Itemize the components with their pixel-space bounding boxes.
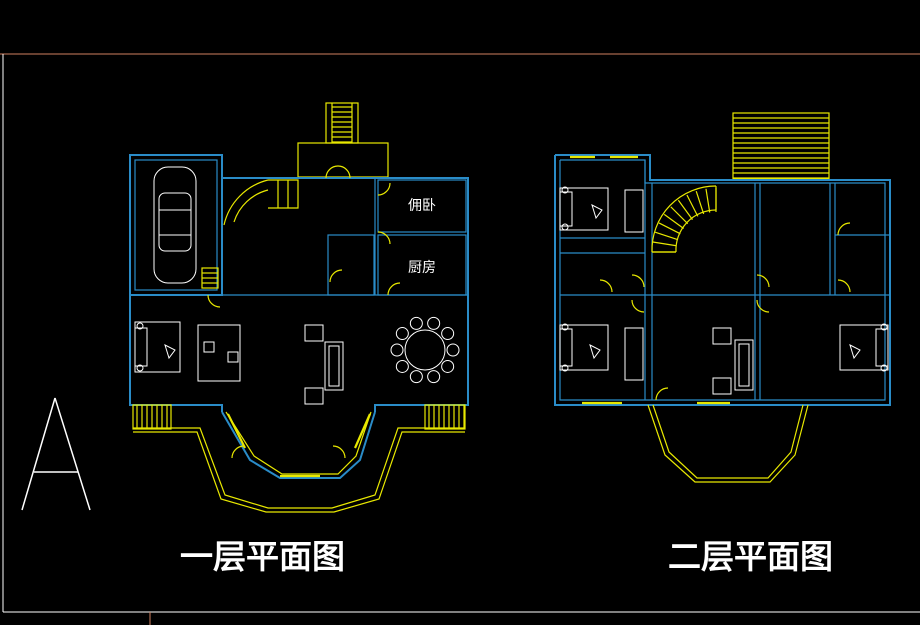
door-swing-icon-upper — [599, 222, 851, 401]
servant-room-walls — [377, 179, 467, 233]
stroke-line — [652, 241, 677, 247]
entrance-stair-icon — [297, 102, 389, 178]
desk-icon — [197, 324, 241, 382]
car-icon — [153, 166, 197, 284]
stroke-line — [658, 222, 681, 235]
chair-icon — [395, 359, 409, 373]
stroke-line — [677, 199, 693, 220]
chair-icon — [441, 359, 455, 373]
sheet-mark-A-icon — [21, 397, 91, 511]
second-floor-plan[interactable]: 二层平面图 — [554, 112, 891, 576]
stroke-line — [695, 190, 705, 215]
room-label-servant: 佣卧 — [408, 198, 436, 214]
sofa-icon — [304, 324, 344, 405]
room-label-kitchen: 厨房 — [408, 260, 436, 276]
drawing-frame — [0, 53, 920, 625]
bed-icon-upper-left — [559, 186, 644, 233]
door-swing-icon — [207, 165, 401, 459]
railing-icon — [132, 404, 466, 430]
dining-table-icon — [390, 316, 460, 384]
chair-icon — [395, 327, 409, 341]
chair-icon — [441, 327, 455, 341]
stroke-line — [686, 194, 699, 217]
first-floor-title: 一层平面图 — [180, 537, 345, 576]
spiral-stair-icon — [651, 185, 717, 253]
small-stair-icon — [201, 267, 219, 289]
first-floor-bay — [133, 411, 465, 513]
stroke-line — [705, 188, 711, 213]
bed-icon-lower-left — [559, 323, 644, 381]
curved-stair-icon — [223, 179, 299, 226]
chair-icon — [409, 370, 423, 384]
first-floor-plan[interactable]: 佣卧 厨房 一层平面图 — [129, 102, 469, 576]
sofa-icon-upper — [712, 327, 754, 395]
stroke-line — [670, 206, 689, 225]
garage-walls — [129, 154, 223, 296]
second-floor-balcony — [647, 404, 809, 483]
chair-icon — [409, 316, 423, 330]
chair-icon — [390, 343, 404, 357]
roof-hatch-icon — [732, 112, 830, 180]
chair-icon — [427, 370, 441, 384]
bed-icon — [134, 321, 181, 373]
chair-icon — [446, 343, 460, 357]
bed-icon-right — [839, 323, 889, 372]
stroke-line — [654, 231, 679, 241]
stroke-line — [663, 213, 684, 229]
second-floor-title: 二层平面图 — [668, 537, 833, 576]
chair-icon — [427, 316, 441, 330]
